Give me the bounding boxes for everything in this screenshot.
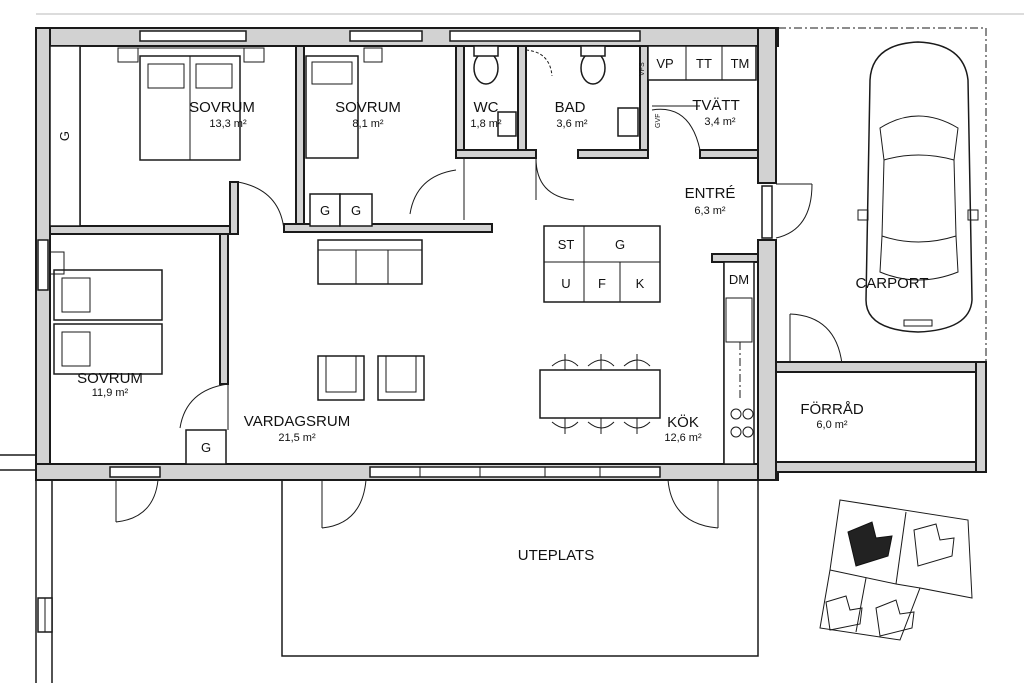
room-sovrum-2-name: SOVRUM — [335, 99, 401, 116]
room-sovrum-3-name: SOVRUM — [77, 370, 143, 387]
room-vardagsrum-area: 21,5 m² — [278, 432, 316, 444]
fixture-vp: VP — [656, 56, 673, 71]
exterior-walls — [35, 27, 779, 481]
room-sovrum-3-area: 11,9 m² — [92, 387, 129, 399]
doors — [115, 49, 843, 529]
room-forrad-name: FÖRRÅD — [800, 400, 864, 418]
room-tvatt-name: TVÄTT — [692, 97, 740, 114]
fixture-tm: TM — [731, 56, 750, 71]
room-wc-name: WC — [474, 99, 499, 116]
car-icon — [857, 41, 979, 333]
fixture-g-4: G — [57, 131, 72, 141]
fixture-st: ST — [558, 237, 575, 252]
fixture-g-1: G — [320, 203, 330, 218]
fixture-tt: TT — [696, 56, 712, 71]
site-key-map — [819, 499, 973, 641]
room-entre-name: ENTRÉ — [685, 185, 736, 202]
room-sovrum-1-area: 13,3 m² — [209, 118, 247, 130]
room-kok-area: 12,6 m² — [664, 432, 702, 444]
fixture-gvf: GVF — [655, 114, 662, 128]
fixture-k: K — [636, 276, 645, 291]
room-vardagsrum-name: VARDAGSRUM — [244, 413, 350, 430]
room-tvatt-area: 3,4 m² — [704, 116, 736, 128]
room-carport-name: CARPORT — [855, 275, 928, 292]
room-labels: SOVRUM 13,3 m² SOVRUM 8,1 m² WC 1,8 m² B… — [77, 97, 928, 564]
forrad-walls — [775, 361, 987, 473]
room-kok-name: KÖK — [667, 413, 699, 431]
interior-walls — [49, 45, 759, 464]
fixture-dm: DM — [729, 272, 749, 287]
room-entre-area: 6,3 m² — [694, 205, 726, 217]
room-sovrum-2-area: 8,1 m² — [352, 118, 384, 130]
fixture-g-3: G — [201, 440, 211, 455]
fixture-g-5: G — [615, 237, 625, 252]
fixture-boxes: G G G G ST G U F K VP TT TM DM VFS GVF — [57, 45, 757, 465]
fixture-g-2: G — [351, 203, 361, 218]
furniture — [49, 45, 755, 465]
room-bad-area: 3,6 m² — [556, 118, 588, 130]
carport — [775, 27, 987, 362]
room-sovrum-1-name: SOVRUM — [189, 99, 255, 116]
room-wc-area: 1,8 m² — [470, 118, 502, 130]
room-uteplats-name: UTEPLATS — [518, 547, 594, 564]
fixture-f: F — [598, 276, 606, 291]
fixture-vfs: VFS — [639, 62, 646, 76]
site-lines — [0, 13, 1024, 683]
fixture-u: U — [561, 276, 570, 291]
uteplats — [281, 480, 759, 657]
room-bad-name: BAD — [555, 99, 586, 116]
room-forrad-area: 6,0 m² — [816, 419, 848, 431]
